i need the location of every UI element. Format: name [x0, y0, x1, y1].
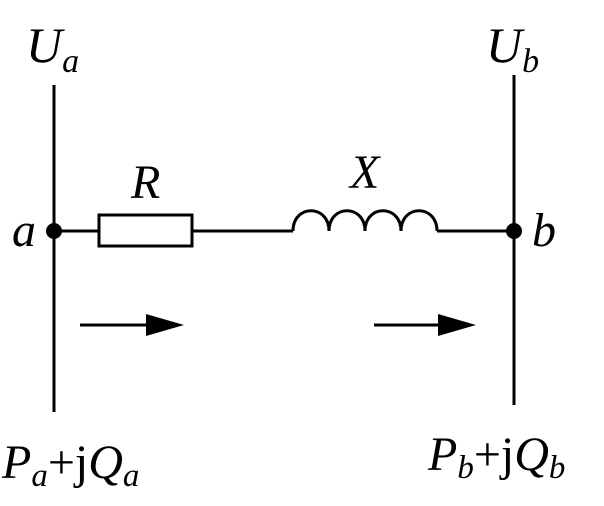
- power-b-join: +j: [474, 428, 514, 481]
- voltage-a-symbol: U: [26, 17, 65, 73]
- bus-a-power-label: Pa+jQa: [1, 436, 139, 494]
- resistor-symbol: [97, 213, 194, 248]
- bus-a-voltage-label: Ua: [26, 17, 79, 80]
- bus-b-voltage-label: Ub: [486, 17, 539, 80]
- power-a-q: Q: [88, 436, 123, 489]
- power-b-p-sub: b: [457, 450, 474, 486]
- voltage-b-symbol: U: [486, 17, 525, 73]
- voltage-a-subscript: a: [62, 43, 79, 80]
- power-flow-arrow-b: [374, 314, 476, 336]
- node-b-label: b: [532, 204, 556, 257]
- power-a-p: P: [1, 436, 31, 489]
- power-b-q: Q: [514, 428, 549, 481]
- bus-b-power-label: Pb+jQb: [427, 428, 565, 486]
- node-a-label: a: [12, 204, 36, 257]
- power-b-q-sub: b: [549, 450, 566, 486]
- power-flow-arrow-a: [80, 314, 184, 336]
- inductor-symbol: [291, 209, 439, 232]
- power-a-q-sub: a: [123, 458, 140, 494]
- reactance-label: X: [348, 146, 381, 199]
- power-a-join: +j: [48, 436, 88, 489]
- power-b-p: P: [427, 428, 457, 481]
- voltage-b-subscript: b: [522, 43, 539, 80]
- power-a-p-sub: a: [31, 458, 48, 494]
- resistor-label: R: [130, 156, 160, 209]
